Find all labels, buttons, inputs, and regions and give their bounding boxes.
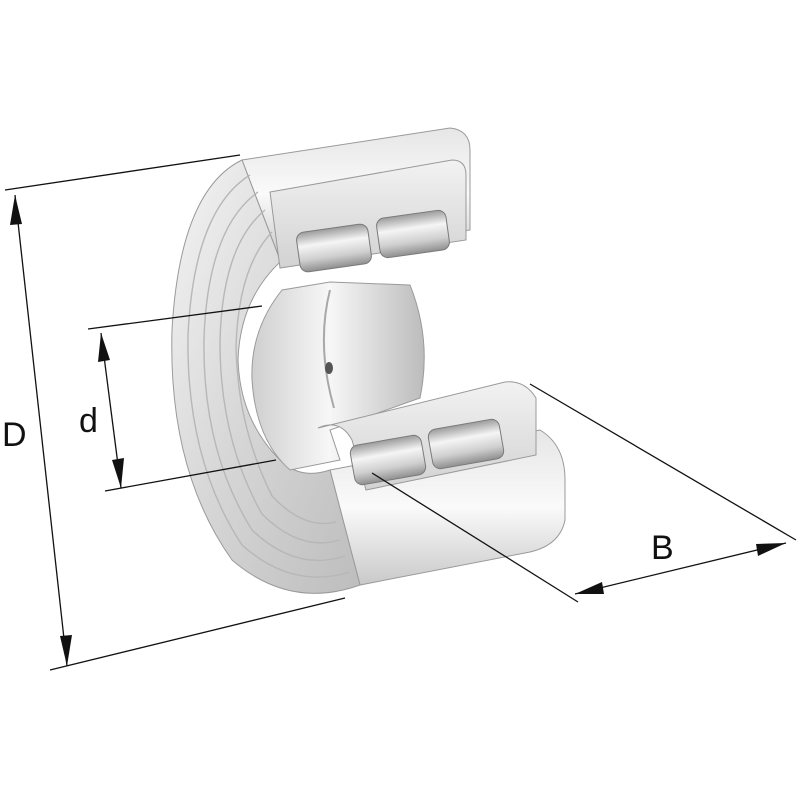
bore-center-line: [322, 289, 335, 409]
roller: [376, 209, 450, 259]
bore-extension-top: [87, 305, 263, 330]
inner-ring-bore: [251, 281, 425, 471]
roller: [427, 418, 505, 470]
lower-roller-row: [349, 418, 505, 486]
d-outer-extension-top: [4, 154, 241, 191]
bearing-body: [171, 127, 566, 594]
arrow-head: [575, 582, 604, 594]
roller: [296, 223, 372, 273]
dimension-lines: [4, 154, 797, 671]
arrow-head: [756, 543, 786, 556]
arrow-head: [98, 333, 110, 362]
d-outer-extension-bottom: [49, 597, 346, 671]
arrow-head: [60, 635, 72, 666]
roller: [349, 434, 427, 486]
outer-diameter-dimension-line: [14, 194, 68, 667]
width-extension-left: [371, 472, 579, 603]
outer-diameter-label: D: [2, 416, 27, 454]
arrow-head: [10, 195, 22, 225]
front-face: [171, 159, 361, 594]
upper-roller-row: [296, 209, 450, 273]
face-groove-1: [187, 174, 351, 578]
width-dimension-line: [574, 542, 787, 595]
arrow-head: [112, 458, 124, 488]
lube-hole: [325, 362, 333, 374]
face-groove-4: [235, 231, 337, 525]
bore-diameter-label: d: [79, 402, 98, 440]
width-label: B: [651, 529, 674, 567]
width-extension-right: [529, 383, 797, 541]
face-groove-2: [203, 191, 346, 562]
bore-extension-bottom: [104, 459, 277, 492]
face-groove-3: [219, 209, 341, 544]
